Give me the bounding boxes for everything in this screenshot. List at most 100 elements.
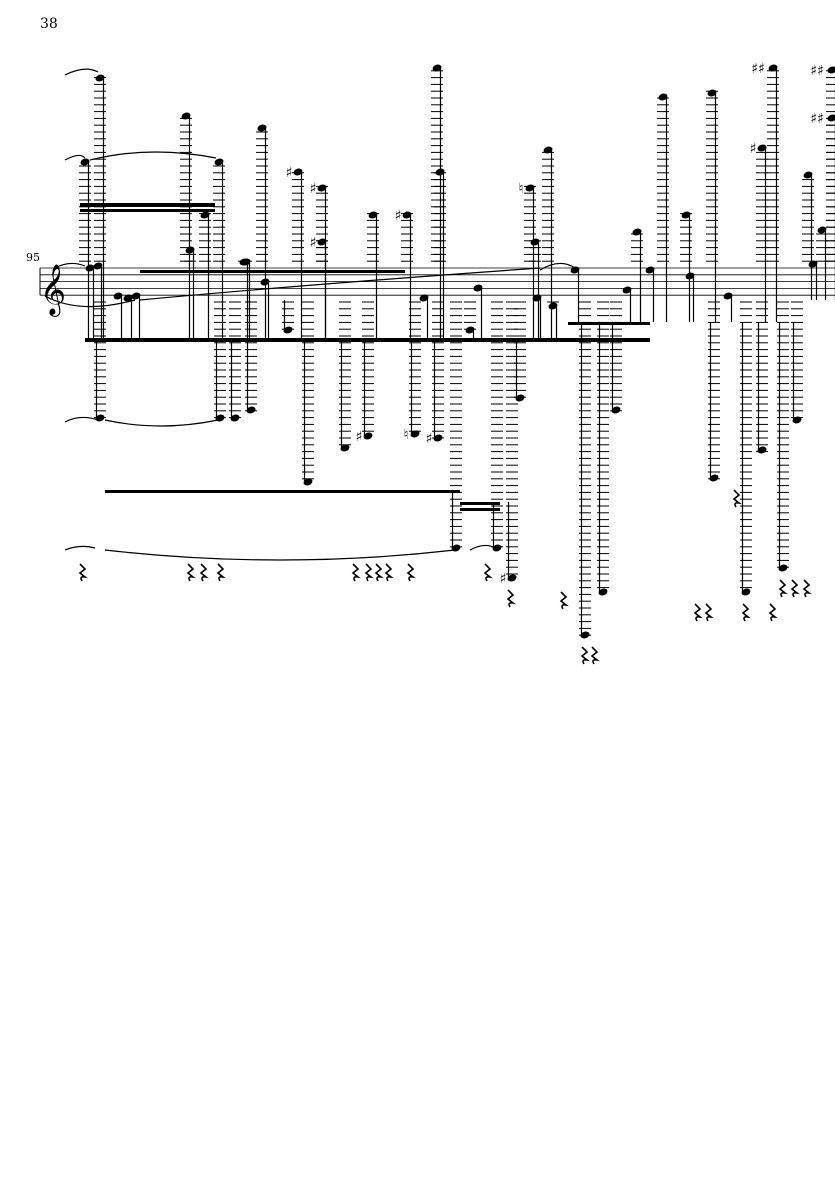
note-head: [768, 64, 778, 72]
note: [184, 246, 196, 338]
rest-icon: [78, 563, 88, 582]
note-head: [741, 588, 751, 596]
note: [240, 258, 252, 338]
note: [260, 278, 270, 338]
note: [94, 301, 106, 422]
note: [529, 238, 541, 338]
slur: [44, 295, 136, 308]
note-head: [570, 266, 580, 274]
beam: [80, 209, 215, 212]
note-head: [827, 66, 835, 74]
slur: [539, 262, 576, 271]
slur: [64, 154, 86, 161]
note-head: [658, 93, 668, 101]
note: ♮: [518, 181, 536, 338]
note-head: [598, 588, 608, 596]
rest-icon: [580, 646, 590, 665]
slur: [64, 68, 99, 76]
note: [419, 294, 429, 338]
beam: [460, 508, 500, 511]
note: [85, 264, 95, 338]
note-head: [80, 158, 90, 166]
beam: [140, 270, 405, 273]
rest-icon: [590, 646, 600, 665]
note-head: [317, 184, 327, 192]
rest-icon: [778, 579, 788, 598]
note: [597, 301, 609, 596]
note: [113, 292, 123, 338]
note: ♮: [403, 301, 421, 443]
note-head: [473, 284, 483, 292]
note-head: [230, 414, 240, 422]
accidental-icon: ♯: [310, 235, 317, 251]
note-head: [200, 211, 210, 219]
note: ♯: [395, 208, 413, 338]
note-head: [363, 432, 373, 440]
accidental-icon: ♮: [403, 427, 408, 443]
note-head: [507, 574, 517, 582]
note-head: [492, 544, 502, 552]
note: [610, 301, 622, 414]
note-head: [260, 278, 270, 286]
note-head: [340, 444, 350, 452]
note: [238, 258, 250, 338]
note-head: [778, 564, 788, 572]
note-head: [185, 246, 195, 254]
accidental-icon: ♯: [426, 431, 433, 447]
accidental-icon: ♮: [518, 181, 523, 197]
rest-icon: [559, 591, 569, 610]
rest-icon: [768, 603, 778, 622]
accidental-icon: ♯: [500, 571, 507, 587]
accidental-icon: ♯: [395, 208, 402, 224]
note: [491, 301, 503, 552]
note: ♯: [356, 301, 374, 445]
rest-icon: [186, 563, 196, 582]
note-head: [433, 434, 443, 442]
slur: [64, 545, 96, 551]
slur: [89, 151, 217, 161]
note: [740, 301, 752, 596]
accidental-icon: ♯♯: [810, 111, 824, 127]
note-head: [611, 406, 621, 414]
note-head: [402, 211, 412, 219]
rest-icon: [732, 489, 742, 508]
note-head: [95, 74, 105, 82]
note-head: [543, 146, 553, 154]
rest-icon: [802, 579, 812, 598]
rest-icon: [790, 579, 800, 598]
rest-icon: [374, 563, 384, 582]
note-head: [131, 292, 141, 300]
note-head: [85, 264, 95, 272]
note-head: [257, 124, 267, 132]
note: ♯: [426, 301, 444, 447]
beam: [85, 338, 650, 342]
measure-number: 95: [26, 251, 40, 264]
note-head: [707, 89, 717, 97]
notes: ♯♯♯♯♮♯♯♯♯♯♯♯♯♮♯♯: [79, 61, 835, 639]
note: [514, 301, 526, 402]
note-head: [757, 446, 767, 454]
note: [808, 260, 818, 300]
note-head: [93, 262, 103, 270]
treble-clef-icon: 𝄞: [40, 264, 66, 317]
note-head: [246, 406, 256, 414]
accidental-icon: ♯: [356, 429, 363, 445]
note: [464, 301, 476, 338]
note-head: [239, 258, 249, 266]
note-head: [757, 144, 767, 152]
note: ♯: [750, 141, 768, 322]
note: [473, 284, 483, 338]
note-head: [580, 631, 590, 639]
note-head: [283, 326, 293, 334]
accidental-icon: ♯: [750, 141, 757, 157]
note: [802, 171, 814, 300]
note: [245, 301, 257, 414]
note: [706, 89, 718, 322]
note: [229, 301, 241, 422]
note-head: [435, 168, 445, 176]
note: ♯: [286, 165, 304, 338]
page-number: 38: [40, 16, 58, 32]
accidental-icon: ♯: [286, 165, 293, 181]
note: [579, 301, 591, 639]
slur: [64, 416, 99, 423]
